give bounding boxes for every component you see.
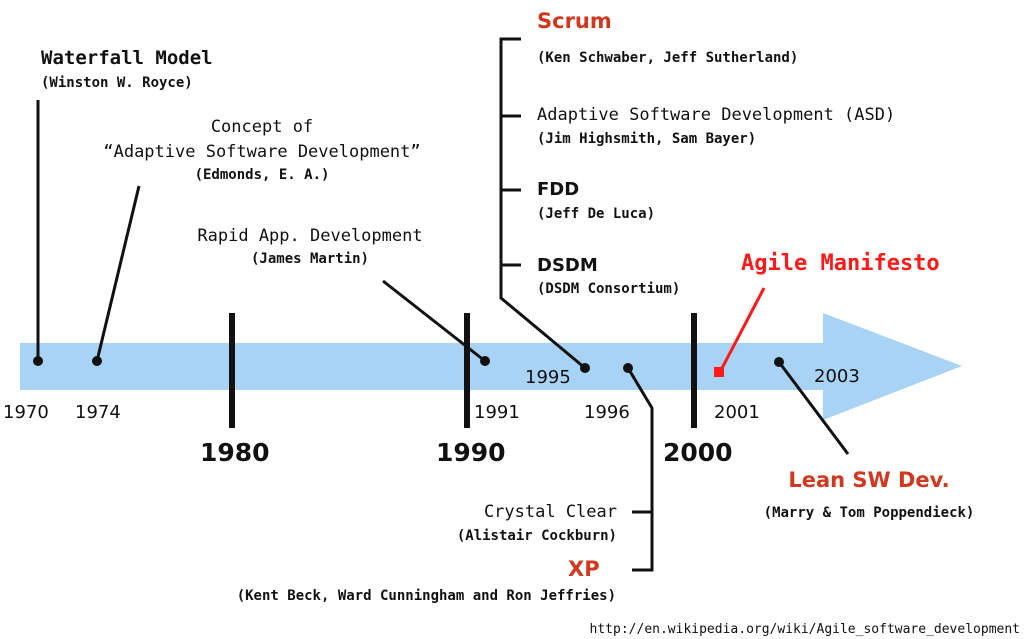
year-2003: 2003 [814,366,860,387]
asd-title: Adaptive Software Development (ASD) [537,105,895,125]
rad-title: Rapid App. Development [197,226,422,246]
year-1996: 1996 [584,402,630,423]
dot-2001-manifesto [714,367,724,377]
scrum-author: (Ken Schwaber, Jeff Sutherland) [537,50,798,66]
connector-rad [382,279,486,363]
crystal-author: (Alistair Cockburn) [457,528,617,544]
scrum-title: Scrum [537,9,612,33]
year-1991: 1991 [474,402,520,423]
dot-1995 [580,363,590,373]
asd-concept-line2: “Adaptive Software Development” [103,142,420,162]
waterfall-title: Waterfall Model [41,47,213,69]
year-1995: 1995 [525,367,571,388]
dot-1991 [480,356,490,366]
dot-2003 [774,357,784,367]
connector-lean [777,361,850,455]
lean-title: Lean SW Dev. [788,468,949,492]
connector-asd-concept [95,185,141,362]
year-1970: 1970 [3,402,49,423]
year-2000: 2000 [663,438,733,467]
connector-1995-bracket [499,37,586,370]
dsdm-title: DSDM [537,255,598,276]
source-url: http://en.wikipedia.org/wiki/Agile_softw… [590,622,1020,637]
connector-manifesto [718,287,766,373]
connector-1996-bracket [626,367,654,572]
asd-concept-line1: Concept of [211,117,313,137]
lean-author: (Marry & Tom Poppendieck) [764,505,975,521]
xp-title: XP [568,557,600,581]
fdd-author: (Jeff De Luca) [537,206,655,222]
xp-author: (Kent Beck, Ward Cunningham and Ron Jeff… [237,588,616,604]
fdd-title: FDD [537,179,579,200]
asd-author: (Jim Highsmith, Sam Bayer) [537,131,756,147]
timeline-arrow [20,313,962,420]
dot-1970 [33,356,43,366]
year-1990: 1990 [436,438,506,467]
manifesto-title: Agile Manifesto [741,251,940,276]
rad-author: (James Martin) [251,251,369,267]
year-1974: 1974 [75,402,121,423]
asd-concept-author: (Edmonds, E. A.) [195,167,330,183]
waterfall-author: (Winston W. Royce) [41,75,193,91]
crystal-title: Crystal Clear [484,502,617,522]
year-1980: 1980 [200,438,270,467]
dsdm-author: (DSDM Consortium) [537,281,680,297]
year-2001: 2001 [714,402,760,423]
dot-1996 [623,363,633,373]
dot-1974 [92,356,102,366]
